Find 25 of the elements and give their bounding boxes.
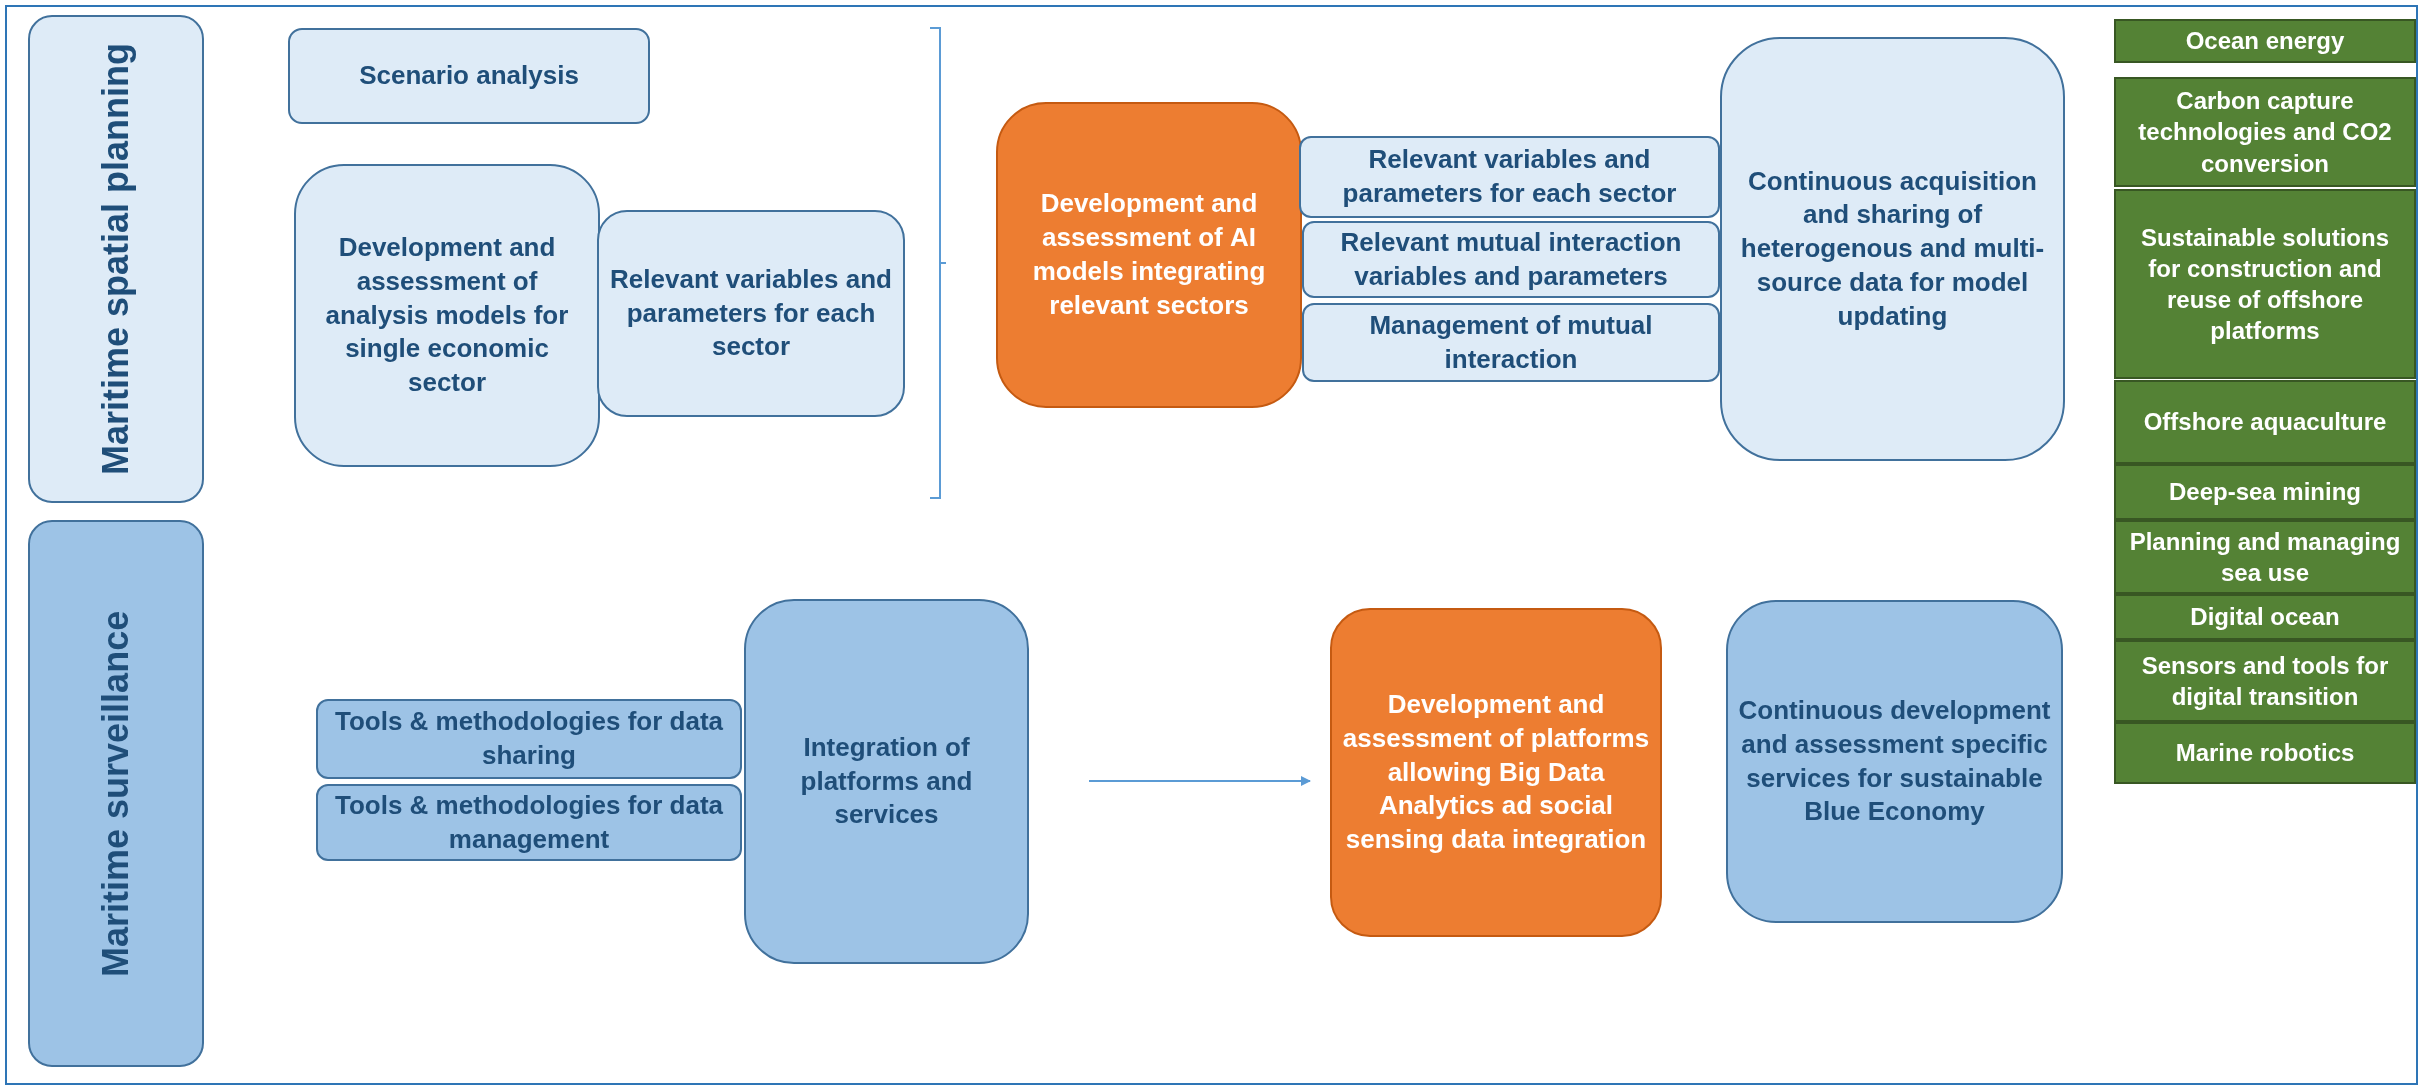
step-box: Integration of platforms and services <box>744 599 1029 964</box>
sector-box: Ocean energy <box>2114 19 2416 63</box>
sector-box: Sensors and tools for digital transition <box>2114 640 2416 722</box>
sector-box: Sustainable solutions for construction and reuse of offshore platforms <box>2114 189 2416 379</box>
band-label: Maritime spatial planning <box>28 15 204 503</box>
sector-box: Carbon capture technologies and CO2 conversion <box>2114 77 2416 187</box>
step-box: Relevant variables and parameters for each sector <box>597 210 905 417</box>
step-box: Development and assessment of AI models integrating relevant sectors <box>996 102 1302 408</box>
arrow <box>1088 776 1311 786</box>
step-box: Development and assessment of platforms allowing Big Data Analytics ad social sensing data integration <box>1330 608 1662 937</box>
sector-box: Planning and managing sea use <box>2114 520 2416 594</box>
step-box: Relevant mutual interaction variables and parameters <box>1302 221 1720 298</box>
step-box: Tools & methodologies for data management <box>316 784 742 861</box>
step-box: Relevant variables and parameters for each sector <box>1299 136 1720 218</box>
step-box: Continuous development and assessment specific services for sustainable Blue Economy <box>1726 600 2063 923</box>
sector-box: Offshore aquaculture <box>2114 380 2416 464</box>
sector-box: Digital ocean <box>2114 594 2416 640</box>
step-box: Management of mutual interaction <box>1302 303 1720 382</box>
step-box: Scenario analysis <box>288 28 650 124</box>
sector-box: Marine robotics <box>2114 722 2416 784</box>
band-label: Maritime surveillance <box>28 520 204 1067</box>
step-box: Development and assessment of analysis models for single economic sector <box>294 164 600 467</box>
step-box: Tools & methodologies for data sharing <box>316 699 742 779</box>
step-box: Continuous acquisition and sharing of heterogenous and multi-source data for model updating <box>1720 37 2065 461</box>
sector-box: Deep-sea mining <box>2114 464 2416 520</box>
